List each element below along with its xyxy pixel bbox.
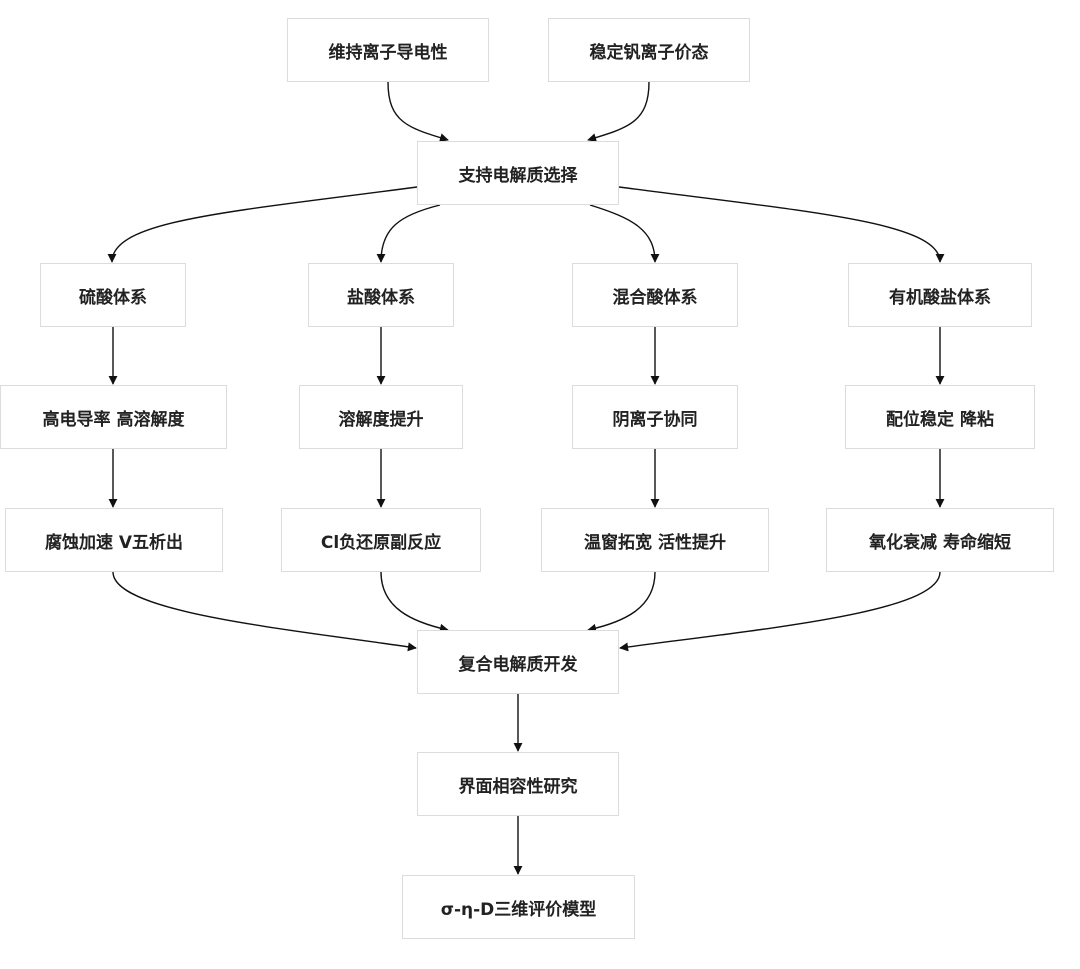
node-mixed-acid: 混合酸体系 (572, 263, 738, 327)
node-composite: 复合电解质开发 (417, 630, 619, 694)
node-supporting-electrolyte-label: 支持电解质选择 (458, 165, 578, 186)
node-hydrochloric-pro-label: 溶解度提升 (338, 409, 424, 430)
node-sulfuric-con: 腐蚀加速 V五析出 (5, 508, 223, 572)
node-organic-salt-label: 有机酸盐体系 (889, 287, 991, 308)
edge-valence-to-supporting (587, 81, 650, 142)
node-hydrochloric-con: Cl负还原副反应 (281, 508, 481, 572)
edge-supporting-to-hydrochloric (376, 204, 441, 263)
node-hydrochloric-pro: 溶解度提升 (299, 385, 463, 449)
node-model: σ-η-D三维评价模型 (402, 875, 635, 939)
node-sulfuric-label: 硫酸体系 (79, 287, 147, 308)
node-interface-label: 界面相容性研究 (458, 776, 578, 797)
node-organic-pro-label: 配位稳定 降粘 (886, 409, 994, 430)
node-organic-pro: 配位稳定 降粘 (845, 385, 1035, 449)
node-mixed-pro: 阴离子协同 (572, 385, 738, 449)
node-mixed-pro-label: 阴离子协同 (612, 409, 698, 430)
edge-supporting-to-sulfuric (107, 186, 418, 263)
node-sulfuric-pro: 高电导率 高溶解度 (0, 385, 227, 449)
node-mixed-con: 温窗拓宽 活性提升 (541, 508, 769, 572)
node-hydrochloric-con-label: Cl负还原副反应 (320, 532, 442, 553)
node-interface: 界面相容性研究 (417, 752, 619, 816)
edge-organic-con-to-composite (619, 571, 941, 652)
edge-supporting-to-mixed (589, 204, 660, 263)
node-hydrochloric: 盐酸体系 (308, 263, 454, 327)
node-organic-con: 氧化衰减 寿命缩短 (826, 508, 1054, 572)
edge-sulfuric-con-to-composite (112, 571, 417, 652)
node-sulfuric-con-label: 腐蚀加速 V五析出 (44, 532, 184, 553)
edge-mixed-con-to-composite (587, 571, 656, 633)
node-sulfuric: 硫酸体系 (40, 263, 186, 327)
node-organic-con-label: 氧化衰减 寿命缩短 (869, 532, 1011, 553)
edge-supporting-to-organic (618, 186, 945, 263)
edge-ion-to-supporting (387, 81, 449, 142)
node-mixed-acid-label: 混合酸体系 (612, 287, 698, 308)
node-valence-stability: 稳定钒离子价态 (548, 18, 750, 82)
node-supporting-electrolyte: 支持电解质选择 (417, 141, 619, 205)
node-model-label: σ-η-D三维评价模型 (440, 899, 597, 920)
node-ion-conductivity: 维持离子导电性 (287, 18, 489, 82)
node-organic-salt: 有机酸盐体系 (848, 263, 1032, 327)
node-composite-label: 复合电解质开发 (458, 654, 578, 675)
node-sulfuric-pro-label: 高电导率 高溶解度 (42, 409, 185, 430)
node-ion-conductivity-label: 维持离子导电性 (328, 42, 448, 63)
node-hydrochloric-label: 盐酸体系 (347, 287, 415, 308)
edge-hydrochloric-con-to-composite (380, 571, 449, 633)
node-mixed-con-label: 温窗拓宽 活性提升 (584, 532, 726, 553)
node-valence-stability-label: 稳定钒离子价态 (589, 42, 709, 63)
